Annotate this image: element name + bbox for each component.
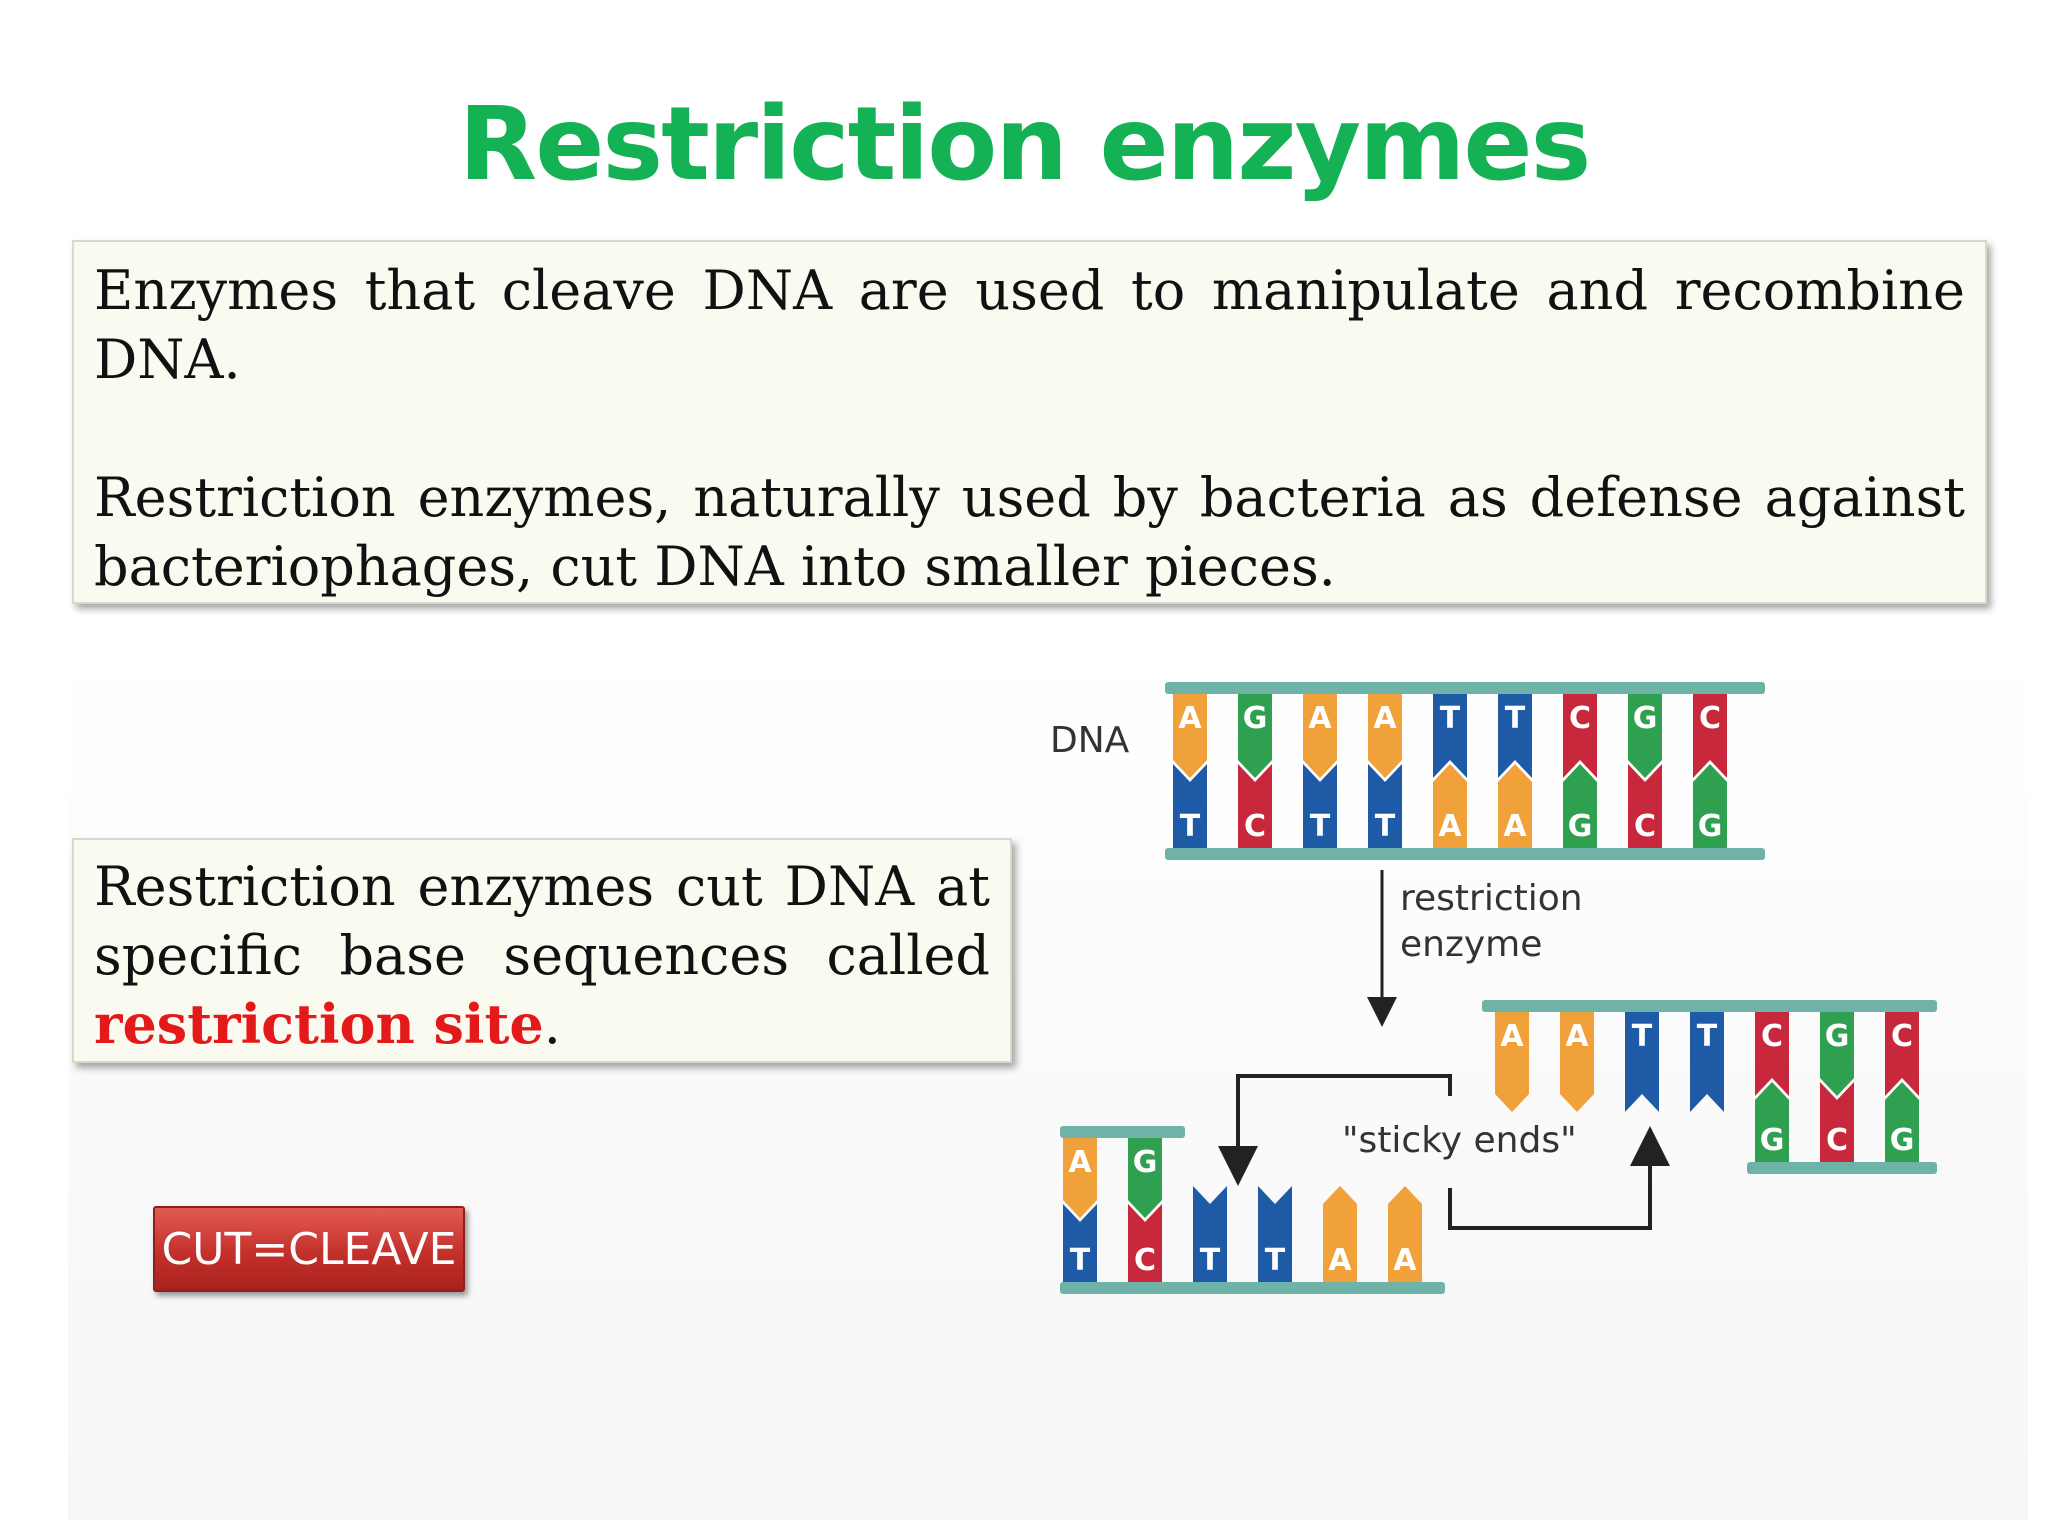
base-c-top-4 (1755, 1012, 1789, 1096)
right-bottom-backbone (1747, 1162, 1937, 1174)
base-letter-bottom-2: T (1310, 809, 1331, 844)
sticky-arrow-left (1218, 1074, 1452, 1186)
base-letter-bottom-0: G (1760, 1123, 1785, 1158)
base-letter-bottom-1: C (1244, 809, 1266, 844)
base-letter-top-5: T (1505, 701, 1526, 736)
restriction-site-text: Restriction enzymes cut DNA at specific … (94, 855, 990, 987)
restriction-site-highlight: restriction site (94, 992, 544, 1056)
base-letter-top-0: A (1068, 1145, 1092, 1180)
base-letter-top-0: A (1178, 701, 1202, 736)
base-letter-top-6: C (1891, 1019, 1913, 1054)
base-letter-bottom-8: G (1698, 809, 1723, 844)
sticky-ends-label: "sticky ends" (1342, 1120, 1577, 1161)
intro-paragraph-2: Restriction enzymes, naturally used by b… (94, 466, 1965, 598)
base-letter-bottom-2: T (1200, 1243, 1221, 1278)
base-letter-bottom-7: C (1634, 809, 1656, 844)
full-dna-strand: A G A A T T C G C T C T T A A G C G (1165, 682, 1765, 860)
base-c-top-8 (1693, 694, 1727, 778)
restriction-enzyme-diagram: DNA A G A A T T C G C T C T T A A G C G restriction enzym… (1050, 682, 1937, 1294)
restriction-site-paragraph: Restriction enzymes cut DNA at specific … (94, 852, 990, 1059)
base-g-bottom-0 (1755, 1082, 1789, 1162)
base-letter-bottom-0: T (1070, 1243, 1091, 1278)
base-c-bottom-1 (1128, 1204, 1162, 1282)
base-letter-bottom-2: G (1890, 1123, 1915, 1158)
right-dna-fragment: A A T T C G C G C G (1482, 1000, 1937, 1174)
base-letter-top-1: G (1133, 1145, 1158, 1180)
base-letter-bottom-6: G (1568, 809, 1593, 844)
base-letter-bottom-0: T (1180, 809, 1201, 844)
base-letter-bottom-3: T (1375, 809, 1396, 844)
base-g-bottom-6 (1563, 764, 1597, 848)
base-t-bottom-2 (1193, 1186, 1227, 1282)
base-a-bottom-4 (1433, 764, 1467, 848)
base-t-bottom-3 (1258, 1186, 1292, 1282)
restriction-site-period: . (543, 993, 561, 1056)
base-g-bottom-2 (1885, 1082, 1919, 1162)
base-g-top-5 (1820, 1012, 1854, 1096)
base-letter-top-4: T (1440, 701, 1461, 736)
base-g-top-1 (1238, 694, 1272, 778)
base-a-bottom-5 (1498, 764, 1532, 848)
base-a-bottom-4 (1323, 1186, 1357, 1282)
dna-top-backbone (1165, 682, 1765, 694)
base-a-top-2 (1303, 694, 1337, 778)
base-a-bottom-5 (1388, 1186, 1422, 1282)
base-a-top-0 (1495, 1012, 1529, 1112)
base-letter-top-3: A (1373, 701, 1397, 736)
cut-cleave-button[interactable]: CUT=CLEAVE (153, 1206, 465, 1292)
base-a-top-0 (1063, 1138, 1097, 1218)
base-t-top-3 (1690, 1012, 1724, 1112)
base-g-top-1 (1128, 1138, 1162, 1218)
base-t-bottom-2 (1303, 764, 1337, 848)
base-letter-top-6: C (1569, 701, 1591, 736)
intro-textbox: Enzymes that cleave DNA are used to mani… (72, 240, 1987, 604)
left-top-backbone (1060, 1126, 1185, 1138)
enzyme-label-line2: enzyme (1400, 924, 1542, 965)
intro-paragraph-1: Enzymes that cleave DNA are used to mani… (94, 259, 1965, 391)
base-t-top-2 (1625, 1012, 1659, 1112)
base-letter-bottom-5: A (1503, 809, 1527, 844)
base-letter-top-1: G (1243, 701, 1268, 736)
base-letter-top-3: T (1697, 1019, 1718, 1054)
base-t-bottom-3 (1368, 764, 1402, 848)
base-letter-top-7: G (1633, 701, 1658, 736)
base-letter-top-1: A (1565, 1019, 1589, 1054)
base-letter-top-2: T (1632, 1019, 1653, 1054)
base-letter-bottom-1: C (1826, 1123, 1848, 1158)
base-g-bottom-8 (1693, 764, 1727, 848)
base-letter-top-2: A (1308, 701, 1332, 736)
enzyme-label-line1: restriction (1400, 878, 1583, 919)
base-c-bottom-7 (1628, 764, 1662, 848)
base-a-top-3 (1368, 694, 1402, 778)
base-letter-top-4: C (1761, 1019, 1783, 1054)
restriction-site-textbox: Restriction enzymes cut DNA at specific … (72, 838, 1012, 1063)
sticky-arrow-right (1448, 1126, 1670, 1230)
base-c-bottom-1 (1238, 764, 1272, 848)
left-bottom-backbone (1060, 1282, 1445, 1294)
dna-label: DNA (1050, 720, 1130, 761)
base-c-top-6 (1563, 694, 1597, 778)
base-letter-bottom-4: A (1328, 1243, 1352, 1278)
base-g-top-7 (1628, 694, 1662, 778)
right-top-backbone (1482, 1000, 1937, 1012)
base-letter-bottom-5: A (1393, 1243, 1417, 1278)
base-t-bottom-0 (1063, 1204, 1097, 1282)
base-letter-top-8: C (1699, 701, 1721, 736)
base-letter-top-5: G (1825, 1019, 1850, 1054)
left-dna-fragment: A G T C T T A A (1060, 1126, 1445, 1294)
base-t-top-5 (1498, 694, 1532, 778)
base-t-top-4 (1433, 694, 1467, 778)
base-letter-top-0: A (1500, 1019, 1524, 1054)
base-a-top-0 (1173, 694, 1207, 778)
base-c-top-6 (1885, 1012, 1919, 1096)
base-letter-bottom-1: C (1134, 1243, 1156, 1278)
base-t-bottom-0 (1173, 764, 1207, 848)
dna-bottom-backbone (1165, 848, 1765, 860)
base-letter-bottom-4: A (1438, 809, 1462, 844)
base-c-bottom-1 (1820, 1082, 1854, 1162)
base-letter-bottom-3: T (1265, 1243, 1286, 1278)
base-a-top-1 (1560, 1012, 1594, 1112)
page-title: Restriction enzymes (458, 85, 1592, 204)
